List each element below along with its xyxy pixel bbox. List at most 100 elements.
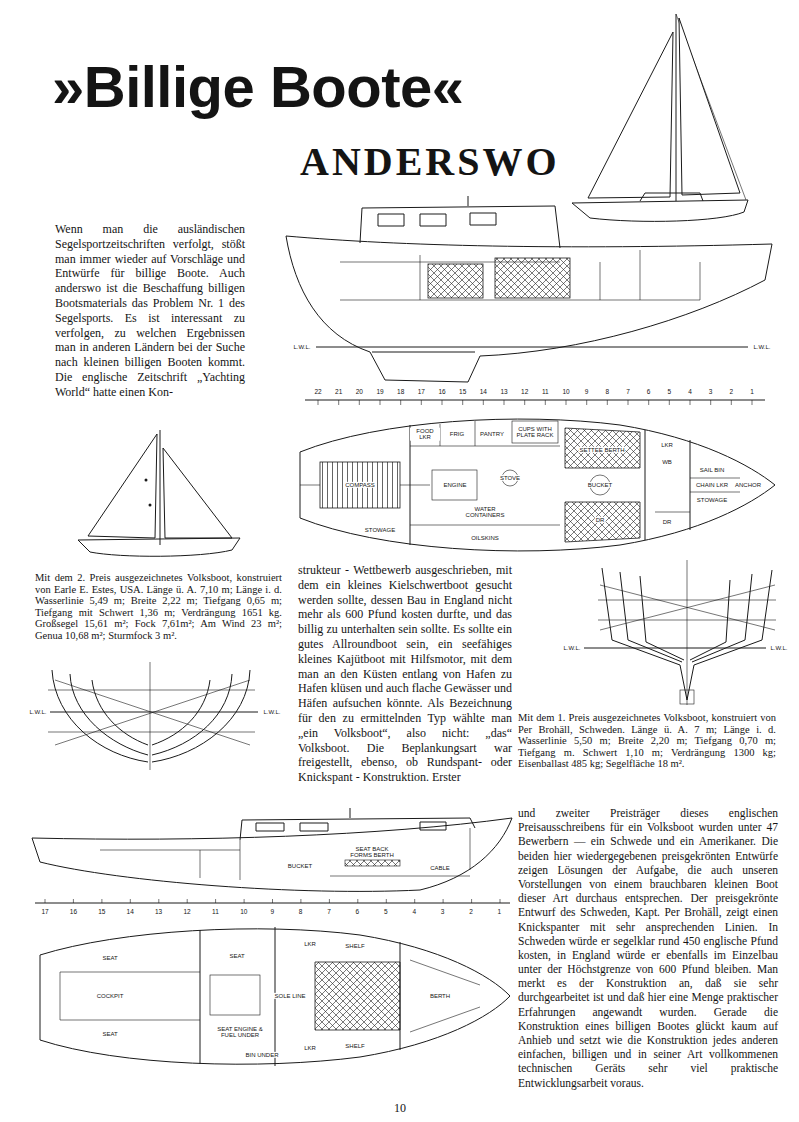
keel-section	[680, 690, 694, 704]
bulkheads	[200, 927, 400, 1066]
engine-box	[432, 470, 477, 500]
waterline	[50, 712, 258, 713]
cockpit-grating	[320, 462, 400, 508]
sheer-line	[286, 236, 772, 247]
aft-sections	[602, 568, 687, 700]
plan-label: L.W.L.	[769, 645, 788, 651]
station-number: 6	[355, 909, 361, 916]
station-number: 9	[269, 909, 275, 916]
plan-label: SEAT ENGINE & FUEL UNDER	[213, 1026, 267, 1039]
sheer-line	[32, 818, 512, 839]
plan-label: L.W.L.	[262, 709, 281, 715]
plan-label: L.W.L.	[292, 344, 311, 350]
station-number: 8	[298, 909, 304, 916]
mast-stub	[468, 196, 469, 206]
plan-label: BIN UNDER	[244, 1052, 279, 1058]
plan-label: SETTEE BERTH	[578, 447, 625, 453]
station-number: 1	[749, 389, 755, 396]
station-number: 13	[499, 389, 508, 396]
backstay	[676, 14, 746, 200]
plan-label: FRIG	[449, 431, 465, 437]
station-number: 10	[239, 909, 248, 916]
station-number: 11	[211, 909, 220, 916]
plan-label: BERTH	[429, 993, 451, 999]
station-number: 1	[497, 909, 503, 916]
station-number: 10	[561, 389, 570, 396]
deck-plan-second-prize	[40, 927, 510, 1066]
settee-berth-hatch	[565, 502, 640, 542]
station-number: 7	[326, 909, 332, 916]
station-number: 12	[182, 909, 191, 916]
plan-label: L.W.L.	[28, 709, 47, 715]
berth-hatch	[428, 264, 483, 298]
cabin	[640, 193, 703, 201]
plan-label: ENGINE	[442, 482, 467, 488]
figure-caption: Mit dem 2. Preis ausgezeichnetes Volksbo…	[35, 572, 282, 642]
station-number: 4	[411, 909, 417, 916]
station-number: 19	[375, 389, 384, 396]
body-plan-second-prize	[48, 662, 258, 770]
sole-hatch	[315, 962, 400, 1030]
ruler-line	[305, 400, 765, 401]
deck-plan-first-prize	[300, 419, 775, 551]
station-number: 3	[708, 389, 714, 396]
station-number: 5	[667, 389, 673, 396]
reef-point	[145, 479, 148, 482]
station-number: 15	[97, 909, 106, 916]
sail-plan-second-prize	[78, 430, 240, 556]
station-number: 2	[729, 389, 735, 396]
v-berth	[410, 960, 480, 1032]
fore-sections	[687, 570, 772, 700]
station-number: 20	[355, 389, 364, 396]
plan-label: CHAIN LKR	[695, 482, 729, 488]
station-number: 11	[541, 389, 550, 396]
plan-label: COMPASS	[344, 482, 376, 488]
sub-heading: ANDERSWO	[300, 142, 560, 182]
plan-label: CABLE	[429, 865, 451, 871]
cabin-windows	[256, 822, 446, 831]
hull-profile	[286, 236, 772, 382]
interior-lines	[100, 828, 470, 880]
hull-outline	[300, 419, 775, 551]
hull-profile	[32, 818, 512, 891]
plan-label: STOWAGE	[696, 497, 728, 503]
plan-label: L.W.L.	[562, 645, 581, 651]
plan-label: SEAT	[228, 953, 245, 959]
station-number: 15	[458, 389, 467, 396]
station-number: 14	[479, 389, 488, 396]
body-plan-first-prize	[584, 560, 776, 705]
station-number: 3	[440, 909, 446, 916]
station-number: 22	[313, 389, 322, 396]
station-number: 5	[383, 909, 389, 916]
station-number: 17	[40, 909, 49, 916]
body-text: strukteur - Wettbewerb ausgeschrieben, m…	[298, 563, 512, 785]
waterline	[316, 347, 748, 348]
body-text: und zweiter Preisträger dieses englische…	[518, 806, 778, 1090]
mainsail	[88, 434, 157, 538]
station-number: 21	[334, 389, 343, 396]
station-number: 18	[396, 389, 405, 396]
galley-counters	[410, 421, 560, 525]
plan-label: LKR	[303, 1045, 317, 1051]
plan-label: ANCHOR	[734, 482, 762, 488]
ballast-keel	[372, 352, 475, 353]
settee-hatch	[495, 258, 570, 298]
station-ruler	[35, 899, 510, 903]
aft-sections	[52, 670, 148, 762]
mast	[676, 14, 677, 201]
cabin-trunk	[240, 818, 475, 840]
plan-label: LKR	[303, 941, 317, 947]
station-number: 12	[520, 389, 529, 396]
ruler-ticks	[318, 400, 752, 405]
plan-label: SEAT BACK FORMS BERTH	[346, 846, 398, 859]
interior-lines	[340, 250, 700, 300]
plan-label: PANTRY	[479, 431, 505, 437]
plan-label: SEAT	[101, 955, 118, 961]
ruler-ticks	[45, 899, 500, 903]
station-number: 17	[417, 389, 426, 396]
cabin-windows	[378, 213, 496, 226]
plan-label: DR	[595, 517, 606, 523]
plan-label: LKR	[660, 442, 674, 448]
plan-label: SHELF	[344, 1043, 365, 1049]
